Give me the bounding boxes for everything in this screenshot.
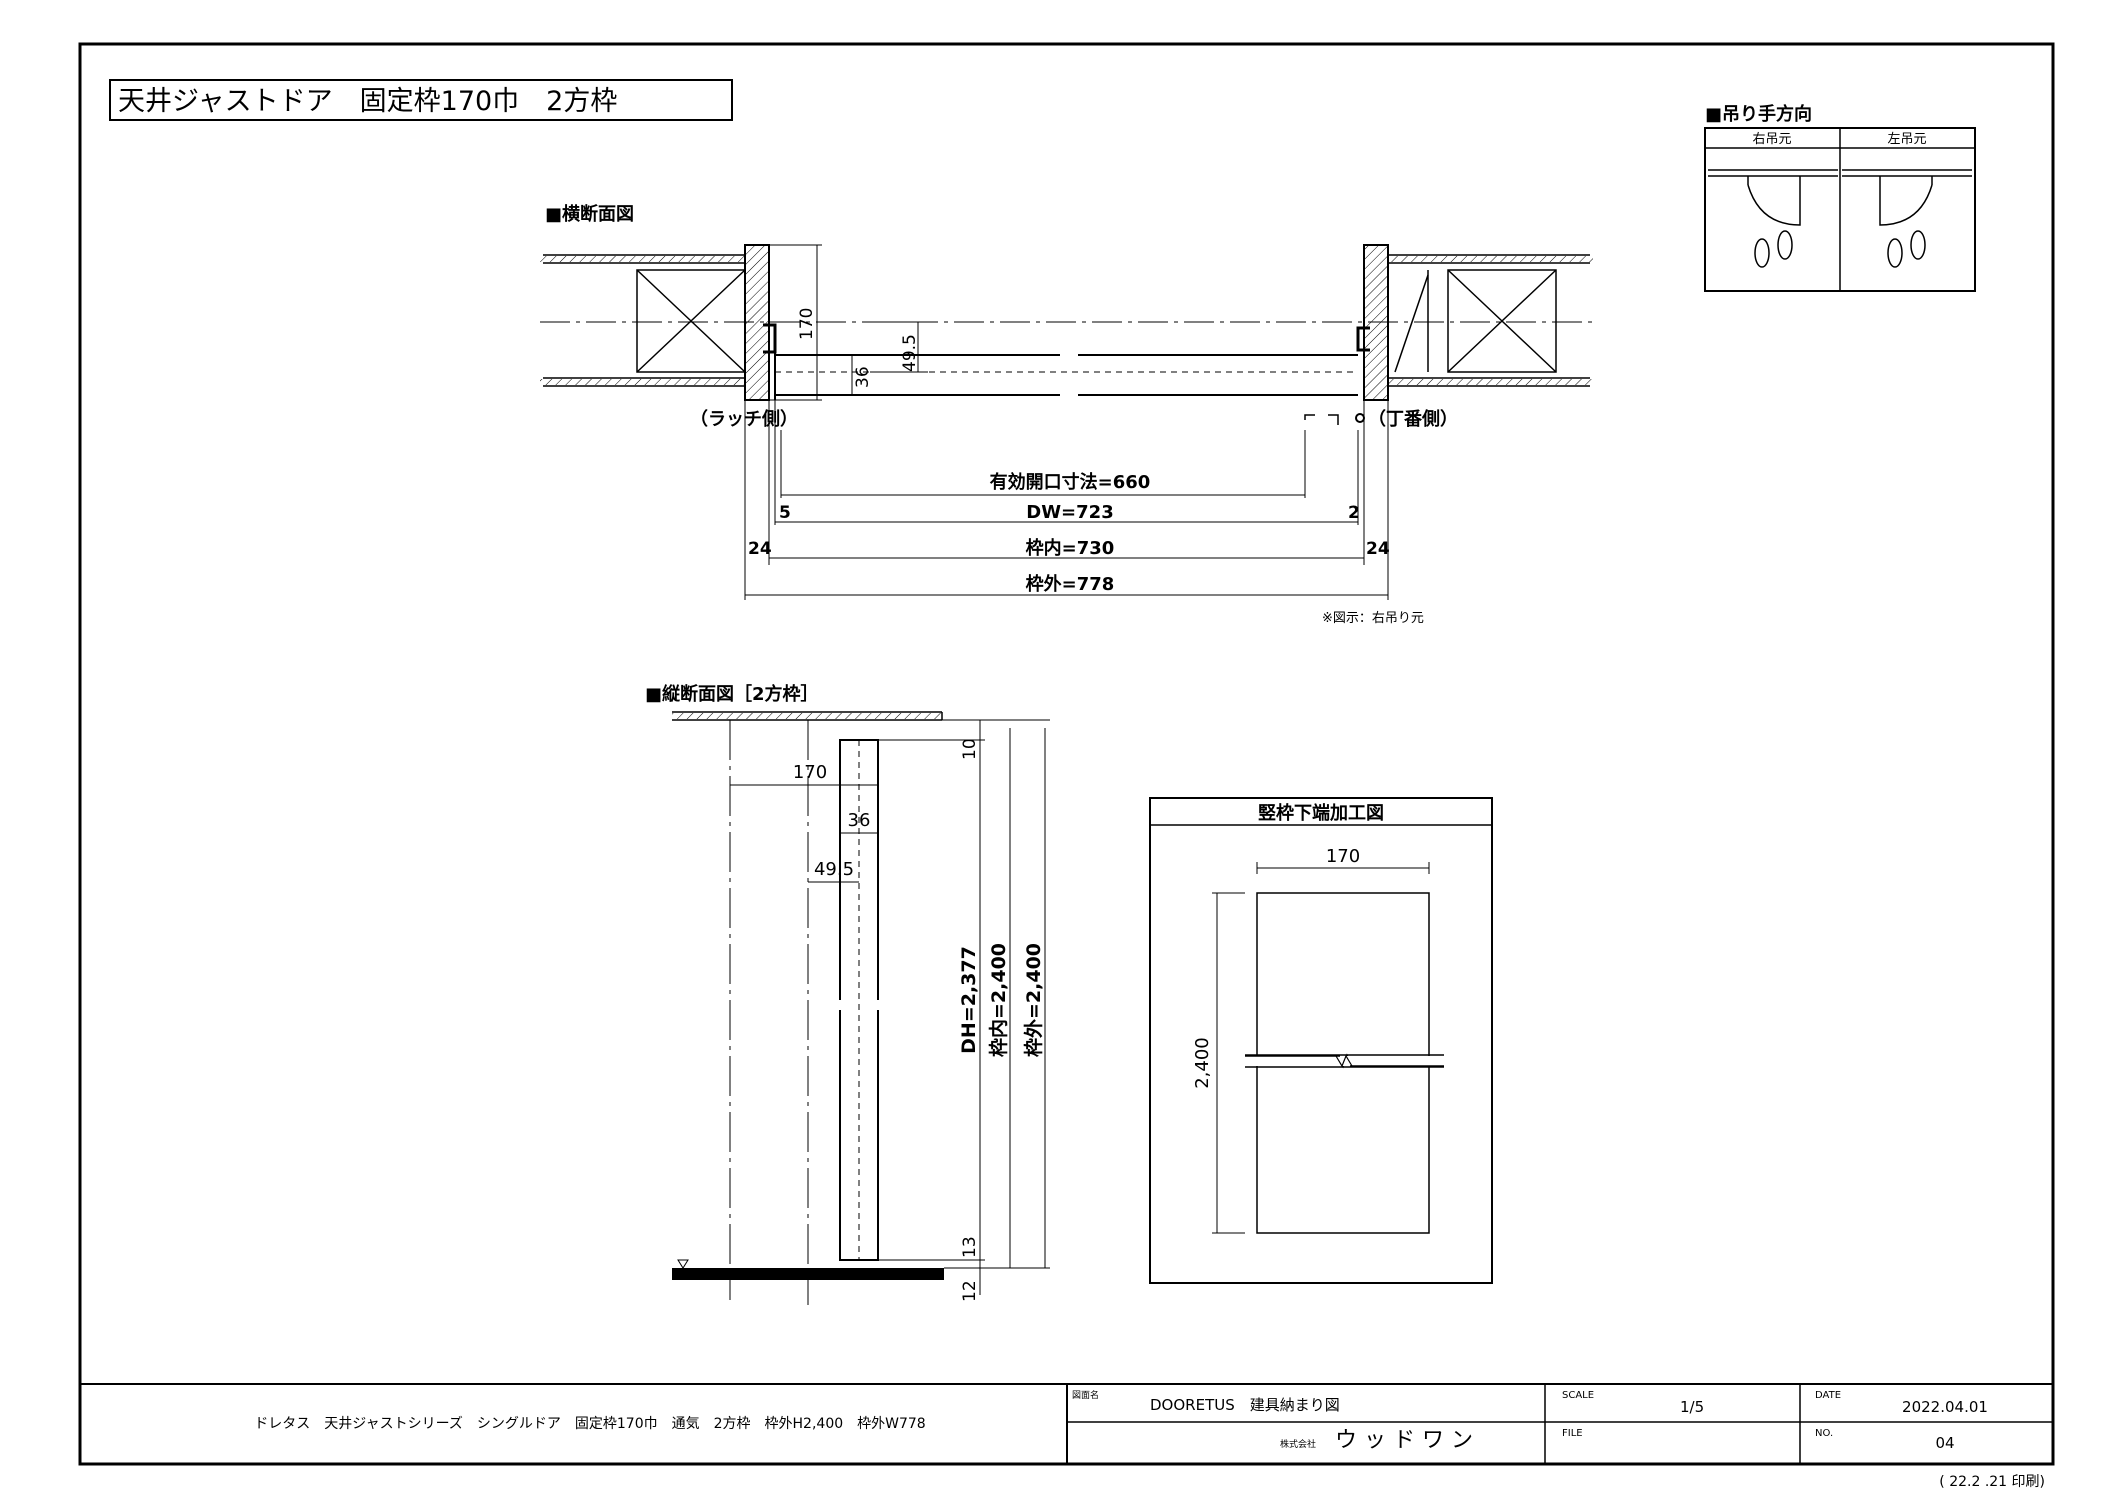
hanging-direction-box: ■吊り手方向 右吊元 左吊元 (1704, 103, 1976, 292)
company-name: ウ ッ ド ワ ン (1335, 1428, 1473, 1453)
no-label: NO. (1815, 1428, 1833, 1439)
vertical-dim-12: 12 (960, 1280, 980, 1302)
bottom-detail-height: 2,400 (1192, 1037, 1213, 1089)
outer-dim: 枠外=778 (1026, 573, 1115, 595)
drawing-name-label: 図面名 (1072, 1389, 1099, 1401)
dw-dim: DW=723 (1026, 502, 1113, 523)
no-value: 04 (1935, 1434, 1954, 1452)
plan-section-heading: ■横断面図 (545, 203, 634, 225)
left-hang-symbol-icon (1842, 169, 1972, 268)
dw-right-dim: 2 (1348, 503, 1360, 523)
effective-opening-dim: 有効開口寸法=660 (990, 471, 1151, 493)
scale-value: 1/5 (1680, 1398, 1704, 1416)
plan-dim-170: 170 (797, 308, 817, 340)
right-hang-label: 右吊元 (1752, 132, 1791, 147)
plan-dim-36: 36 (853, 366, 873, 388)
vertical-section: ■縦断面図［2方枠］ 170 36 49.5 (645, 683, 1050, 1305)
plan-dim-49-5: 49.5 (900, 334, 920, 372)
bottom-end-detail: 竪枠下端加工図 170 2,400 (1149, 797, 1493, 1284)
print-note: ( 22.2 .21 印刷) (1939, 1474, 2045, 1490)
inner-dim: 枠内=730 (1026, 537, 1115, 559)
plan-section: ■横断面図 (540, 203, 1593, 626)
title-block: ドレタス 天井ジャストシリーズ シングルドア 固定枠170巾 通気 2方枠 枠外… (80, 1383, 2053, 1464)
vertical-section-heading: ■縦断面図［2方枠］ (645, 683, 819, 705)
dw-left-dim: 5 (779, 503, 791, 523)
hinge-pivot-icon (1355, 413, 1365, 423)
inner-right-dim: 24 (1366, 539, 1390, 559)
right-hang-symbol-icon (1708, 169, 1838, 268)
dh-dim: DH=2,377 (958, 946, 980, 1054)
title-block-description: ドレタス 天井ジャストシリーズ シングルドア 固定枠170巾 通気 2方枠 枠外… (254, 1416, 925, 1432)
latch-side-label: （ラッチ側） (690, 408, 798, 430)
date-label: DATE (1815, 1390, 1841, 1401)
drawing-title: 天井ジャストドア 固定枠170巾 2方枠 (118, 86, 617, 117)
file-label: FILE (1562, 1428, 1583, 1439)
sheet-border (78, 42, 2055, 1466)
vertical-dim-10: 10 (960, 738, 980, 760)
vertical-dim-13: 13 (960, 1236, 980, 1258)
bottom-detail-title: 竪枠下端加工図 (1258, 802, 1384, 824)
left-hang-label: 左吊元 (1887, 132, 1926, 147)
scale-label: SCALE (1562, 1390, 1594, 1401)
bottom-detail-width: 170 (1326, 846, 1360, 867)
date-value: 2022.04.01 (1902, 1398, 1988, 1416)
inner-height-dim: 枠内=2,400 (987, 943, 1010, 1057)
title-box: 天井ジャストドア 固定枠170巾 2方枠 (109, 79, 733, 121)
drawing-name: DOORETUS 建具納まり図 (1150, 1396, 1340, 1414)
vertical-dim-49-5: 49.5 (814, 859, 854, 880)
hinge-side-label: （丁番側） (1368, 408, 1458, 430)
plan-note: ※図示：右吊り元 (1322, 611, 1424, 626)
inner-left-dim: 24 (748, 539, 772, 559)
outer-height-dim: 枠外=2,400 (1022, 943, 1045, 1057)
vertical-dim-36: 36 (848, 810, 871, 831)
company-prefix: 株式会社 (1280, 1438, 1316, 1450)
hanging-direction-heading: ■吊り手方向 (1705, 103, 1812, 125)
vertical-dim-170: 170 (793, 762, 827, 783)
